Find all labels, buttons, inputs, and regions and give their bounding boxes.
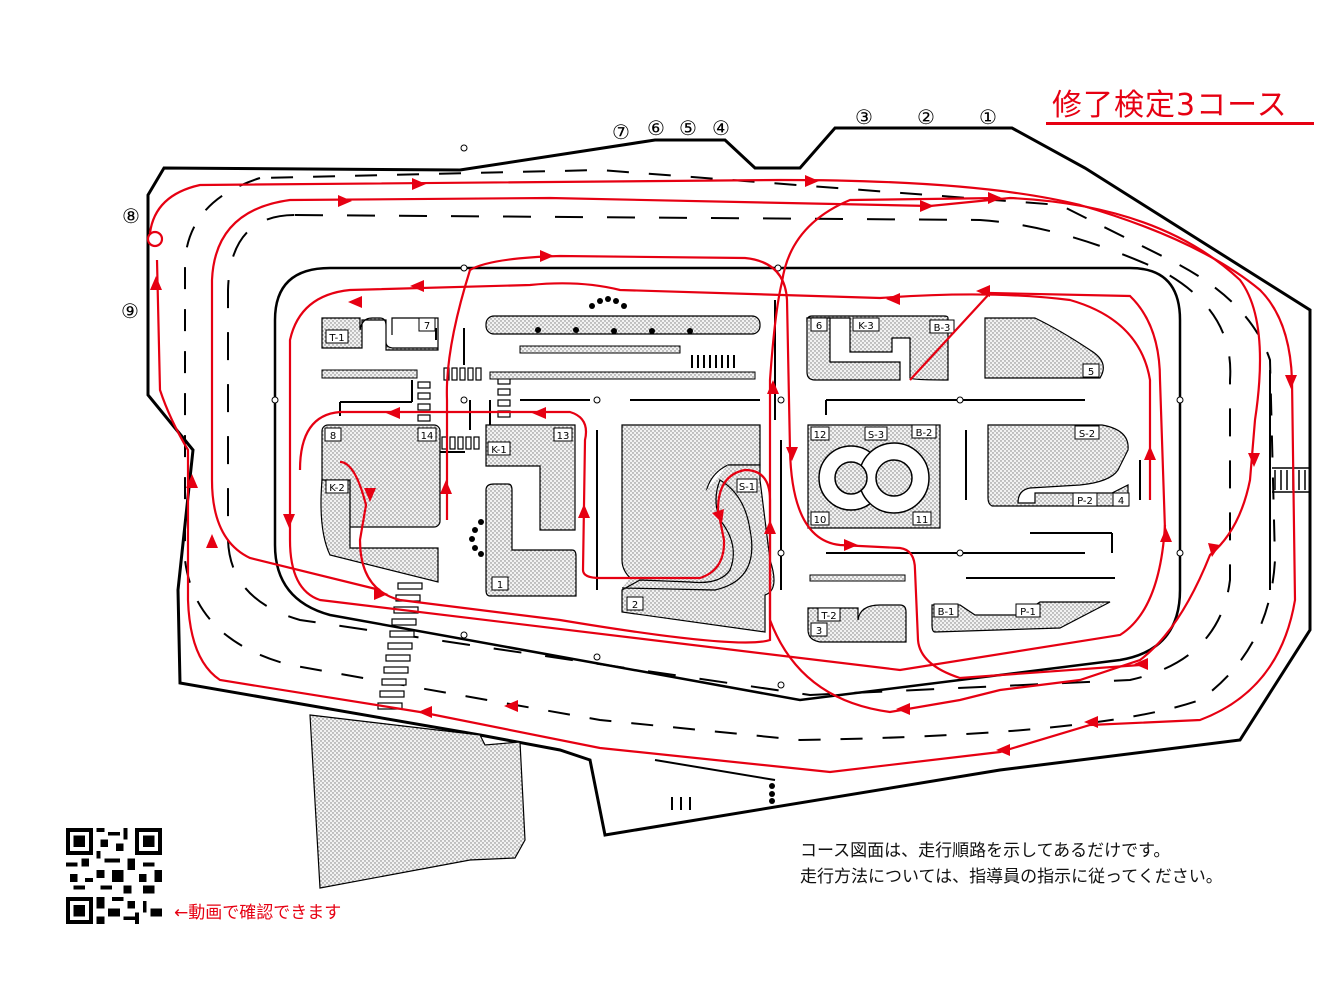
course-title: 修了検定3コース <box>1052 88 1288 123</box>
label-K-2: K-2 <box>329 483 344 494</box>
label-8: 8 <box>330 431 336 442</box>
label-2: 2 <box>632 600 638 611</box>
route-start-marker <box>146 230 164 248</box>
label-S-2: S-2 <box>1079 429 1095 440</box>
area-labels: T-1 7 8 14 K-1 13 K-2 1 2 S-1 6 K-3 B-3 … <box>328 321 1124 637</box>
label-S-1: S-1 <box>739 482 755 493</box>
label-10: 10 <box>814 515 827 526</box>
label-S-3: S-3 <box>868 430 884 441</box>
qr-code[interactable] <box>66 828 162 924</box>
inner-block-boundary <box>273 266 1182 702</box>
label-7: 7 <box>424 321 430 332</box>
label-14: 14 <box>421 431 434 442</box>
lane-centerline-middle <box>227 213 1232 697</box>
note-line-1: コース図面は、走行順路を示してあるだけです。 <box>800 841 1171 861</box>
course-outer-boundary <box>146 126 1312 837</box>
crosswalk-right <box>1272 467 1310 493</box>
label-6: 6 <box>816 321 822 332</box>
figure-eight <box>818 442 930 514</box>
route-outer-loop <box>148 178 1297 774</box>
signal-points <box>271 144 1184 689</box>
islands <box>309 315 1129 889</box>
route-inner-loop <box>288 282 1167 672</box>
label-11: 11 <box>916 515 929 526</box>
pylon-dots <box>469 296 775 804</box>
route-point-numbers: ① ② ③ ④ ⑤ ⑥ ⑦ ⑧ ⑨ <box>121 105 997 323</box>
label-B-2: B-2 <box>916 428 933 439</box>
route-second-loop <box>210 196 1262 714</box>
point-9: ⑨ <box>121 299 139 323</box>
label-K-3: K-3 <box>858 321 873 332</box>
qr-caption: ←動画で確認できます <box>174 903 342 923</box>
label-B-1: B-1 <box>938 607 955 618</box>
point-1: ① <box>979 105 997 129</box>
label-P-1: P-1 <box>1020 607 1036 618</box>
label-K-1: K-1 <box>491 445 506 456</box>
area-label-boxes <box>324 317 1130 637</box>
label-P-2: P-2 <box>1077 496 1093 507</box>
internal-road-lines <box>322 300 1271 781</box>
label-4: 4 <box>1118 496 1124 507</box>
point-2: ② <box>917 105 935 129</box>
label-5: 5 <box>1088 367 1094 378</box>
route-arrows <box>150 175 1297 756</box>
route-inner-k <box>445 254 1141 680</box>
crosswalk-center <box>417 367 511 450</box>
note-line-2: 走行方法については、指導員の指示に従ってください。 <box>800 867 1223 887</box>
point-5: ⑤ <box>679 116 697 140</box>
point-3: ③ <box>855 105 873 129</box>
title-underline <box>1046 122 1314 125</box>
label-T-1: T-1 <box>328 333 344 344</box>
route-figure8-path <box>909 291 1167 531</box>
label-12: 12 <box>814 430 827 441</box>
stop-markers <box>671 355 735 810</box>
label-3: 3 <box>816 626 822 637</box>
label-T-2: T-2 <box>820 611 836 622</box>
point-4: ④ <box>712 116 730 140</box>
point-6: ⑥ <box>647 116 665 140</box>
point-8: ⑧ <box>122 204 140 228</box>
label-13: 13 <box>557 431 570 442</box>
driving-route <box>146 178 1297 774</box>
point-7: ⑦ <box>612 120 630 144</box>
label-B-3: B-3 <box>934 323 951 334</box>
label-1: 1 <box>497 580 503 591</box>
route-center-path <box>298 410 772 644</box>
